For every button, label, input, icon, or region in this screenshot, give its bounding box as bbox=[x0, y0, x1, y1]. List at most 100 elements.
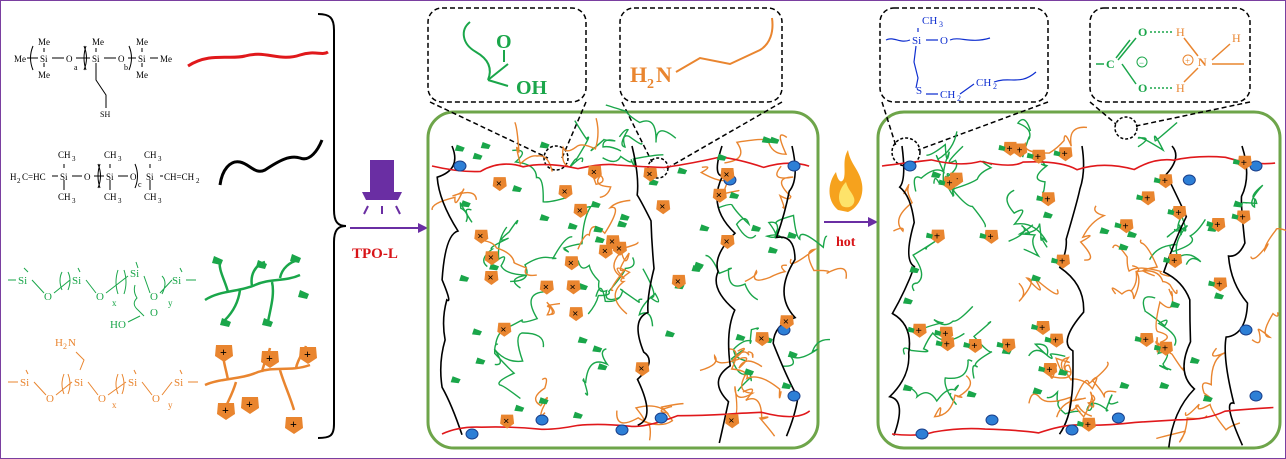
carboxyl-tag-icon bbox=[480, 141, 491, 149]
amine-tag-icon: + bbox=[1232, 155, 1252, 170]
carboxyl-chain bbox=[911, 240, 936, 292]
carboxyl-chain bbox=[705, 254, 759, 301]
carboxyl-chain bbox=[605, 104, 677, 143]
amine-chain bbox=[534, 377, 548, 417]
svg-text:3: 3 bbox=[118, 155, 122, 163]
svg-text:2: 2 bbox=[957, 94, 961, 103]
carboxyl-tag-icon bbox=[699, 224, 710, 232]
si-label: Si bbox=[40, 54, 48, 64]
amine-tag-icon: × bbox=[484, 271, 499, 285]
svg-text:Si: Si bbox=[60, 172, 68, 182]
carboxyl-chain bbox=[618, 128, 643, 148]
carboxyl-chain bbox=[459, 202, 473, 223]
svg-text:CH: CH bbox=[922, 15, 937, 27]
svg-text:O: O bbox=[98, 393, 106, 405]
carboxyl-tag-icon bbox=[1207, 224, 1218, 232]
amine-chain bbox=[613, 253, 631, 315]
svg-text:+: + bbox=[304, 347, 311, 361]
carboxyl-tag-icon bbox=[1126, 230, 1137, 238]
carboxyl-tag-icon bbox=[450, 376, 461, 384]
svg-text:O: O bbox=[46, 393, 54, 405]
amine-tag-icon: × bbox=[587, 165, 602, 180]
svg-text:×: × bbox=[646, 169, 652, 181]
amine-chain bbox=[1132, 265, 1178, 295]
carboxyl-chain bbox=[972, 321, 993, 379]
amine-tag-icon: + bbox=[299, 347, 317, 364]
zoom-callout-thiol-ene: CH 3 Si O S CH 2 CH 2 bbox=[879, 7, 1049, 167]
svg-text:×: × bbox=[723, 169, 729, 181]
carboxyl-chain bbox=[1242, 184, 1264, 209]
svg-text:OH: OH bbox=[516, 77, 548, 99]
zoom-callout-ionic-pair: O O C H H H N − + bbox=[1089, 7, 1251, 140]
svg-text:+: + bbox=[1005, 340, 1011, 352]
amine-tag-icon: + bbox=[1036, 192, 1056, 207]
svg-text:×: × bbox=[503, 416, 509, 428]
amine-chain bbox=[1251, 312, 1279, 344]
carboxyl-tag-icon bbox=[1202, 395, 1213, 403]
svg-text:+: + bbox=[1214, 219, 1220, 231]
carboxyl-chain bbox=[1017, 224, 1041, 258]
svg-text:+: + bbox=[266, 351, 273, 365]
svg-text:+: + bbox=[1053, 335, 1059, 347]
amine-tag-icon: + bbox=[996, 338, 1016, 353]
carboxyl-chain bbox=[1137, 121, 1178, 152]
amine-chain bbox=[610, 241, 639, 292]
svg-text:×: × bbox=[568, 257, 574, 269]
svg-text:×: × bbox=[591, 167, 597, 179]
carboxyl-tags-legend bbox=[212, 254, 309, 327]
amine-tag-icon: + bbox=[934, 326, 954, 341]
svg-text:+: + bbox=[971, 340, 977, 352]
amine-tag-icon: × bbox=[500, 414, 515, 429]
carboxyl-tag-icon bbox=[594, 236, 605, 244]
svg-text:+: + bbox=[1122, 220, 1128, 232]
amine-tag-icon: + bbox=[998, 141, 1018, 156]
svg-text:H: H bbox=[630, 62, 647, 87]
amine-tag-icon: × bbox=[474, 229, 489, 244]
amine-tag-icon: × bbox=[755, 332, 770, 347]
svg-text:3: 3 bbox=[72, 155, 76, 163]
amine-chain bbox=[734, 372, 755, 417]
carboxyl-tag-icon bbox=[514, 404, 525, 412]
carboxyl-tag-icon bbox=[691, 264, 702, 272]
uv-lamp-icon bbox=[362, 160, 402, 215]
carboxyl-tag-icon bbox=[909, 266, 920, 274]
amine-tag-icon: × bbox=[643, 167, 658, 182]
amine-tag-icon: + bbox=[1167, 206, 1187, 220]
carboxyl-tag-icon bbox=[592, 345, 603, 353]
carboxyl-chain bbox=[913, 131, 958, 192]
carboxyl-chain-icon bbox=[204, 258, 301, 323]
svg-text:×: × bbox=[602, 246, 608, 258]
carboxyl-tag-icon bbox=[472, 152, 483, 160]
svg-text:×: × bbox=[572, 308, 578, 320]
amine-tag-icon: + bbox=[1163, 254, 1183, 268]
carboxyl-tag-icon bbox=[593, 225, 604, 233]
carboxyl-chain bbox=[569, 120, 590, 168]
carboxyl-chain bbox=[1142, 296, 1177, 346]
polymer-network-uv: ×××××××××××××××××××××××××× bbox=[431, 104, 848, 444]
svg-text:H: H bbox=[1176, 25, 1185, 39]
me-label: Me bbox=[14, 54, 26, 64]
svg-text:+: + bbox=[1044, 193, 1050, 205]
crosslink-node-icon bbox=[453, 160, 467, 172]
polymer-network-heated: ++++++++++++++++++++++++++++++ bbox=[881, 118, 1286, 448]
carboxyl-tag-icon bbox=[1214, 292, 1225, 300]
carboxyl-tag-icon bbox=[567, 222, 578, 230]
svg-text:+: + bbox=[1006, 143, 1012, 155]
carboxyl-tag-icon bbox=[538, 397, 549, 405]
svg-text:+: + bbox=[1241, 157, 1247, 169]
carboxyl-tag-icon bbox=[1042, 211, 1053, 219]
svg-text:×: × bbox=[570, 281, 576, 293]
amine-tag-icon: × bbox=[635, 362, 650, 377]
amine-tag-icon: + bbox=[979, 229, 999, 244]
svg-text:3: 3 bbox=[158, 197, 162, 205]
carboxyl-tag-icon bbox=[577, 283, 588, 291]
carboxyl-tag-icon bbox=[767, 246, 778, 254]
svg-text:C: C bbox=[1106, 57, 1115, 71]
amine-tag-icon: + bbox=[1153, 174, 1173, 189]
carboxyl-tag-icon bbox=[1233, 200, 1244, 208]
amine-tag-icon: + bbox=[1038, 363, 1058, 377]
svg-text:2: 2 bbox=[647, 77, 654, 92]
amine-tag-icon: + bbox=[1076, 417, 1096, 432]
svg-text:+: + bbox=[946, 178, 952, 190]
svg-text:x: x bbox=[112, 298, 117, 308]
